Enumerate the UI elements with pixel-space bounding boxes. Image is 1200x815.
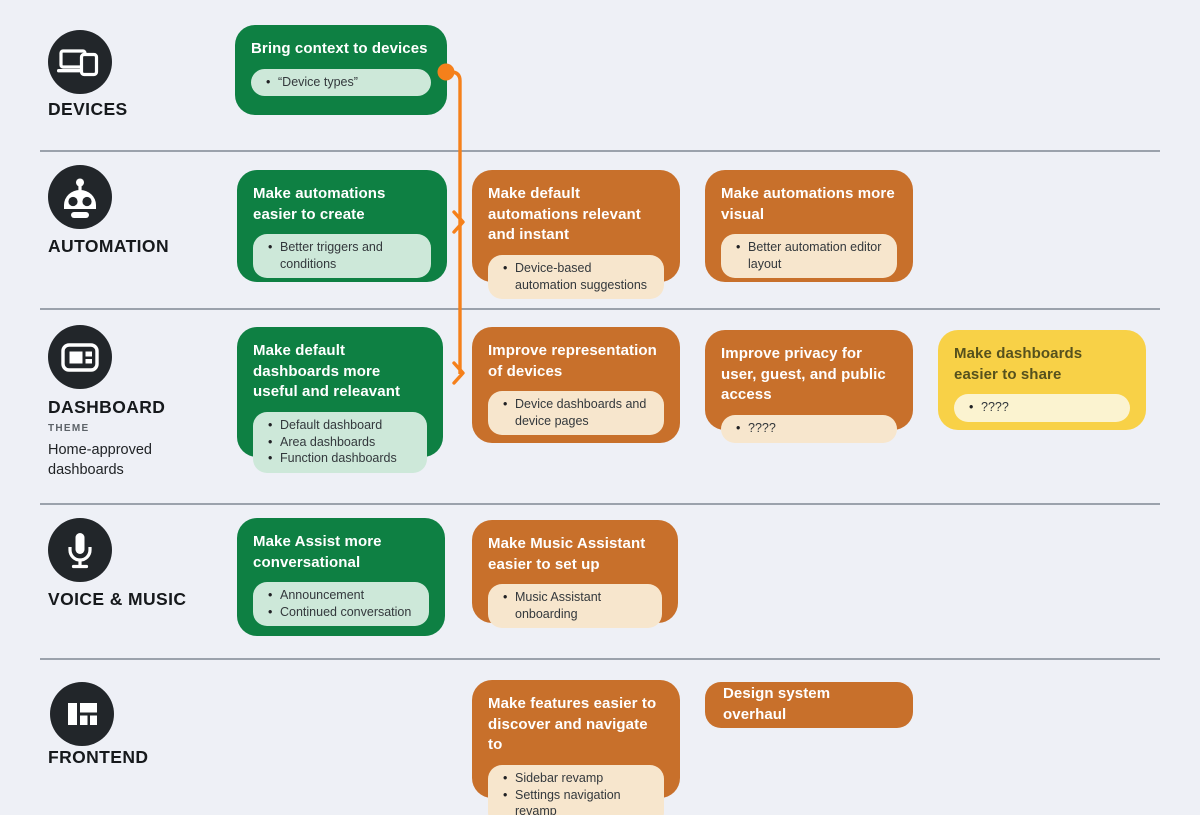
theme-label: THEME: [48, 423, 90, 434]
roadmap-card: Make default automations relevant and in…: [472, 170, 680, 300]
notes-pill: ????: [721, 415, 897, 443]
row-label-frontend: FRONTEND: [48, 747, 149, 767]
theme-name: Home-approved dashboards: [48, 442, 152, 479]
notes-pill: Music Assistant onboarding: [488, 584, 662, 629]
card-title: Make Music Assistant easier to set up: [488, 535, 646, 573]
roadmap-card: Improve privacy for user, guest, and pub…: [705, 330, 913, 443]
card-title: Make automations more visual: [721, 185, 895, 223]
frontend-icon-circle: [50, 682, 114, 746]
card-title: Design system overhaul: [723, 685, 831, 723]
notes-pill: Better automation editor layout: [721, 234, 897, 279]
bullet-item: Sidebar revamp: [502, 770, 652, 787]
voice-icon-circle: [48, 518, 112, 582]
bullet-item: Default dashboard: [267, 417, 415, 434]
card-title: Improve privacy for user, guest, and pub…: [721, 345, 886, 404]
notes-pill: Default dashboard Area dashboards Functi…: [253, 412, 427, 473]
connector-arrow-icon: [452, 361, 465, 385]
bullet-item: ????: [968, 399, 1118, 416]
card-title: Make dashboards easier to share: [954, 345, 1083, 383]
roadmap-card: Bring context to devices “Device types”: [235, 25, 447, 115]
card-title: Make automations easier to create: [253, 185, 386, 223]
row-divider: [40, 308, 1160, 310]
bullet-item: Better triggers and conditions: [267, 239, 419, 272]
bullet-item: Better automation editor layout: [735, 239, 885, 272]
devices-icon-circle: [48, 30, 112, 94]
connector-arrow-icon: [452, 210, 465, 234]
notes-pill: Announcement Continued conversation: [253, 582, 429, 627]
microphone-icon: [68, 533, 92, 569]
dashboard-icon: [61, 343, 99, 372]
bullet-item: Music Assistant onboarding: [502, 589, 650, 622]
card-title: Improve representation of devices: [488, 342, 657, 380]
bullet-item: Continued conversation: [267, 604, 417, 621]
bullet-item: Area dashboards: [267, 434, 415, 451]
notes-pill: Better triggers and conditions: [253, 234, 431, 279]
card-title: Make default automations relevant and in…: [488, 185, 641, 244]
roadmap-card: Design system overhaul: [705, 682, 913, 728]
card-title: Make Assist more conversational: [253, 533, 382, 571]
roadmap-card: Make Assist more conversational Announce…: [237, 518, 445, 636]
bullet-item: Function dashboards: [267, 450, 415, 467]
robot-icon: [64, 178, 96, 218]
row-label-automation: AUTOMATION: [48, 236, 169, 256]
bullet-item: ????: [735, 420, 885, 437]
notes-pill: ????: [954, 394, 1130, 422]
roadmap-card: Make features easier to discover and nav…: [472, 680, 680, 815]
card-title: Bring context to devices: [251, 40, 428, 57]
row-divider: [40, 150, 1160, 152]
roadmap-card: Make Music Assistant easier to set up Mu…: [472, 520, 678, 629]
row-divider: [40, 503, 1160, 505]
roadmap-card: Make dashboards easier to share ????: [938, 330, 1146, 430]
card-title: Make default dashboards more useful and …: [253, 342, 401, 401]
notes-pill: Sidebar revamp Settings navigation revam…: [488, 765, 664, 815]
roadmap-card: Make automations more visual Better auto…: [705, 170, 913, 282]
roadmap-card: Make default dashboards more useful and …: [237, 327, 443, 473]
frontend-layout-icon: [68, 703, 97, 725]
row-label-devices: DEVICES: [48, 99, 128, 119]
automation-icon-circle: [48, 165, 112, 229]
notes-pill: “Device types”: [251, 68, 431, 97]
bullet-item: Device-based automation suggestions: [502, 260, 652, 293]
dashboard-icon-circle: [48, 325, 112, 389]
bullet-item: Device dashboards and device pages: [502, 396, 652, 429]
bullet-item: Announcement: [267, 587, 417, 604]
row-divider: [40, 658, 1160, 660]
roadmap-card: Make automations easier to create Better…: [237, 170, 447, 282]
card-title: Make features easier to discover and nav…: [488, 695, 657, 754]
row-label-dashboard: DASHBOARD: [48, 397, 166, 417]
devices-icon: [57, 49, 99, 77]
notes-pill: Device-based automation suggestions: [488, 255, 664, 300]
bullet-item: “Device types”: [265, 74, 419, 91]
roadmap-card: Improve representation of devices Device…: [472, 327, 680, 443]
row-label-voice-music: VOICE & MUSIC: [48, 589, 187, 609]
notes-pill: Device dashboards and device pages: [488, 391, 664, 436]
bullet-item: Settings navigation revamp: [502, 787, 652, 815]
